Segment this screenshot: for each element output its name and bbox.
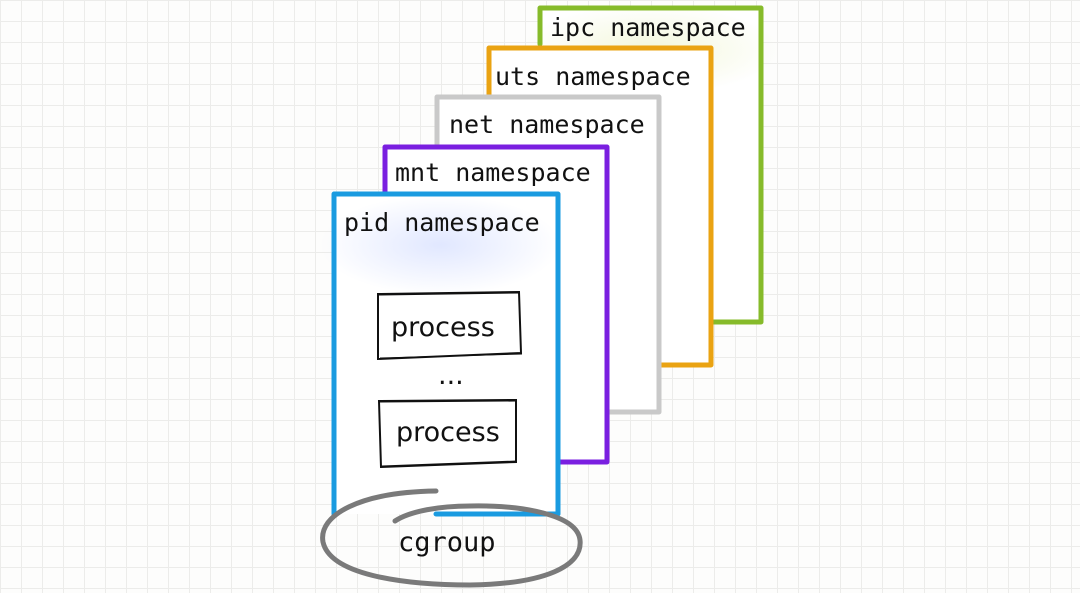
process-label: process <box>391 312 495 343</box>
cgroup-label: cgroup <box>398 527 496 558</box>
uts-namespace-label: uts namespace <box>495 62 691 91</box>
pid-namespace-frame: pid namespace process ... process <box>320 191 561 517</box>
process-label: process <box>396 417 500 448</box>
cgroup: cgroup <box>320 488 583 588</box>
process-box: process <box>377 290 523 361</box>
mnt-namespace-label: mnt namespace <box>395 158 591 187</box>
pid-namespace-label: pid namespace <box>344 208 540 237</box>
process-box: process <box>377 398 518 469</box>
ipc-namespace-label: ipc namespace <box>550 13 746 42</box>
net-namespace-label: net namespace <box>449 110 645 139</box>
ellipsis: ... <box>438 360 464 391</box>
